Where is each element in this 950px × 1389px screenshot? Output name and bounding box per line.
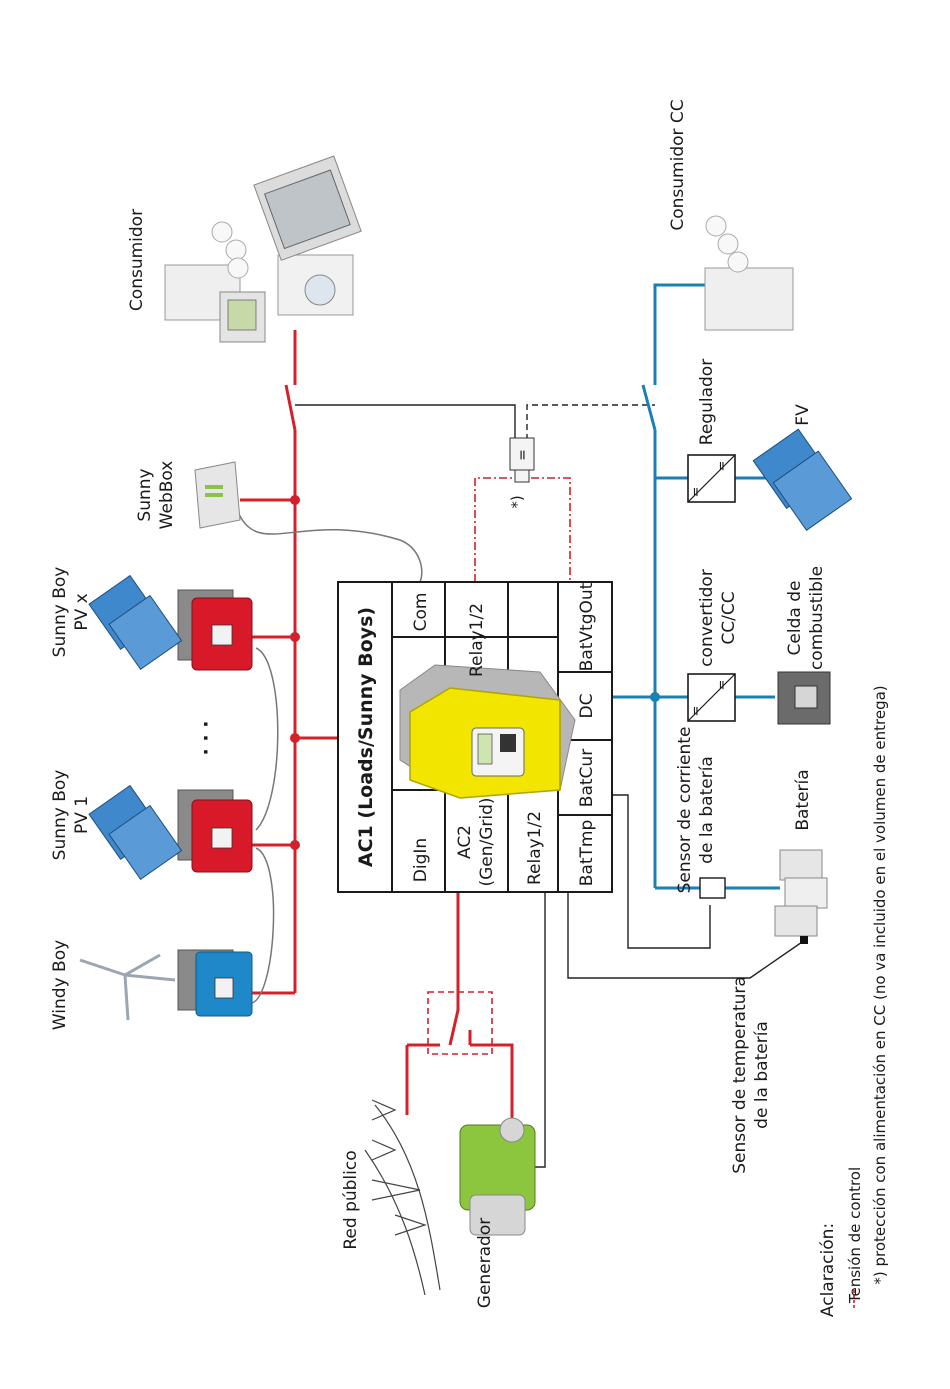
generador-label: Generador — [475, 1218, 495, 1308]
generator-icon — [459, 1117, 536, 1236]
dcdc-converter: = = — [687, 673, 736, 722]
red-publico-label: Red público — [341, 1150, 361, 1249]
panel-ac2-line2: (Gen/Grid) — [477, 797, 497, 886]
panel-dc: DC — [577, 694, 597, 719]
celda-label: Celda de combustible — [785, 566, 827, 670]
sunny-boy-pvx-label-line2: PV x — [72, 593, 92, 630]
ac-consumers-icon — [164, 155, 362, 343]
protection-device: = — [509, 437, 535, 483]
inverter-ellipsis: · · · — [195, 721, 217, 756]
protection-footnote-mark: *) — [508, 495, 526, 508]
sunny-island-device — [399, 664, 576, 799]
pv-panel-x-icon — [88, 574, 183, 670]
battery-current-sensor — [699, 877, 726, 899]
panel-relay-left: Relay1/2 — [525, 811, 545, 885]
legend-title: Aclaración: — [818, 1223, 838, 1317]
dc-junctions — [650, 692, 660, 702]
control-lines — [295, 404, 806, 1168]
sunny-webbox-device — [194, 461, 241, 529]
sunny-boy-pvx-label: Sunny Boy PV x — [50, 567, 92, 658]
sensor-temperatura-label: Sensor de temperatura de la batería — [730, 976, 772, 1174]
sunny-boy-pv1-inverter — [177, 789, 253, 873]
windy-boy-label: Windy Boy — [50, 940, 70, 1030]
panel-ac2: AC2 (Gen/Grid) — [455, 797, 497, 886]
celda-label-line2: combustible — [807, 566, 827, 670]
protection-symbol: = — [515, 449, 531, 461]
dc-consumer-icon — [704, 215, 794, 331]
ac-junctions — [290, 495, 300, 850]
sunny-boy-pvx-inverter — [177, 589, 253, 671]
sunny-boy-pvx-label-line1: Sunny Boy — [50, 567, 70, 658]
convertidor-label-line2: CC/CC — [719, 591, 739, 644]
panel-relay-right: Relay1/2 — [467, 603, 487, 677]
sunny-webbox-label: Sunny WebBox — [135, 461, 177, 530]
public-grid-icon — [364, 1099, 441, 1296]
panel-batvtgout: BatVtgOut — [577, 582, 597, 671]
panel-batcur: BatCur — [577, 749, 597, 807]
sunny-boy-pv1-label: Sunny Boy PV 1 — [50, 770, 92, 861]
consumidor-label: Consumidor — [127, 209, 147, 311]
fuel-cell-icon — [777, 671, 831, 725]
comm-cables — [237, 511, 423, 1004]
sunny-webbox-label-line2: WebBox — [157, 461, 177, 530]
converter-dc-in: = — [689, 706, 704, 717]
pv-panel-1-icon — [88, 784, 183, 880]
fv-label: FV — [793, 404, 813, 426]
bateria-label: Batería — [793, 769, 813, 830]
sunny-webbox-label-line1: Sunny — [135, 468, 155, 521]
windy-boy-inverter — [177, 949, 253, 1017]
sensor-corriente-label-line2: de la batería — [697, 756, 717, 864]
sunny-boy-pv1-label-line1: Sunny Boy — [50, 770, 70, 861]
control-lines-dashed — [526, 404, 655, 440]
convertidor-label-line1: convertidor — [697, 569, 717, 667]
wind-turbine-icon — [79, 953, 176, 1021]
consumidor-cc-label: Consumidor CC — [668, 99, 688, 230]
panel-battmp: BatTmp — [577, 820, 597, 886]
regulator-dc-out: = — [715, 461, 730, 472]
celda-label-line1: Celda de — [785, 581, 805, 656]
convertidor-label: convertidor CC/CC — [697, 569, 739, 667]
converter-dc-out: = — [715, 680, 730, 691]
pv-array-right-icon — [752, 428, 853, 531]
ac-wiring — [240, 330, 514, 1130]
transfer-switch-control — [427, 991, 493, 1055]
regulador-label: Regulador — [697, 359, 717, 445]
sensor-temperatura-label-line2: de la batería — [752, 1021, 772, 1129]
legend-footnote: *) protección con alimentación en CC (no… — [871, 685, 889, 1284]
sunny-boy-pv1-label-line2: PV 1 — [72, 796, 92, 834]
regulator-dc-in: = — [689, 487, 704, 498]
legend-control-voltage: Tensión de control — [846, 1167, 864, 1304]
dc-wiring — [612, 283, 780, 890]
panel-ac2-line1: AC2 — [455, 825, 475, 859]
sensor-corriente-label: Sensor de corriente de la batería — [675, 727, 717, 894]
sensor-corriente-label-line1: Sensor de corriente — [675, 727, 695, 894]
panel-title: AC1 (Loads/Sunny Boys) — [355, 607, 377, 867]
regulator-converter: = = — [687, 454, 736, 503]
panel-com: Com — [411, 593, 431, 632]
panel-digin: DigIn — [411, 838, 431, 882]
sensor-temperatura-label-line1: Sensor de temperatura — [730, 976, 750, 1174]
control-voltage-line — [474, 468, 571, 582]
battery-bank-icon — [774, 849, 828, 944]
